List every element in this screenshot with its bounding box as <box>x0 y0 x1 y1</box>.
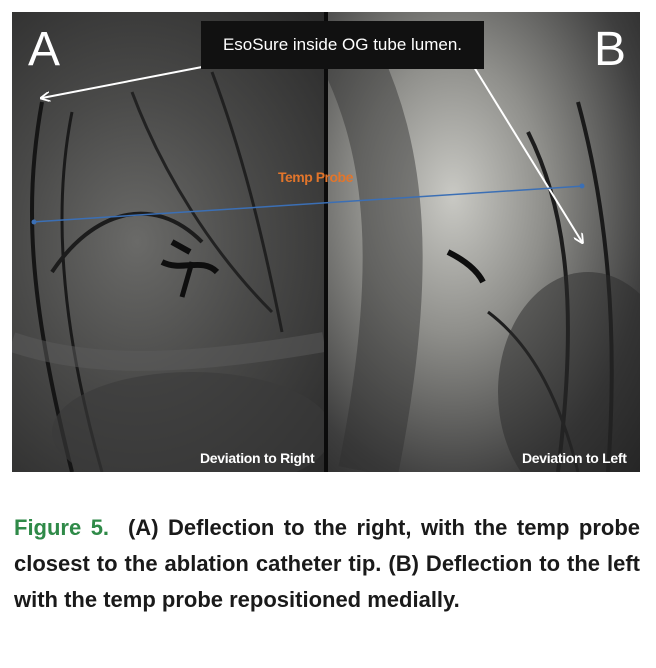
panel-b-letter: B <box>593 23 626 76</box>
deviation-right-label: Deviation to Right <box>200 450 315 466</box>
arrow-to-a <box>42 66 203 98</box>
temp-probe-line <box>31 185 585 223</box>
arrow-to-b <box>473 66 582 242</box>
fluoroscopy-figure: A Deviation to Right B Deviation to Left… <box>12 12 640 472</box>
caption-text: (A) Deflection to the right, with the te… <box>14 515 641 612</box>
temp-probe-label: Temp Probe <box>278 169 353 185</box>
deviation-left-label: Deviation to Left <box>522 450 627 466</box>
annotation-arrows <box>31 66 585 472</box>
panel-a-structures <box>12 71 324 472</box>
panel-a-letter: A <box>28 23 61 76</box>
panel-a-image: A Deviation to Right <box>12 12 324 472</box>
figure-caption: Figure 5. (A) Deflection to the right, w… <box>14 510 640 618</box>
esosure-title-box: EsoSure inside OG tube lumen. <box>201 21 484 69</box>
caption-figure-label: Figure 5. <box>14 515 110 540</box>
panel-b-structures <box>328 38 640 472</box>
panel-b-image: B Deviation to Left <box>328 12 640 472</box>
panel-divider <box>324 12 328 472</box>
